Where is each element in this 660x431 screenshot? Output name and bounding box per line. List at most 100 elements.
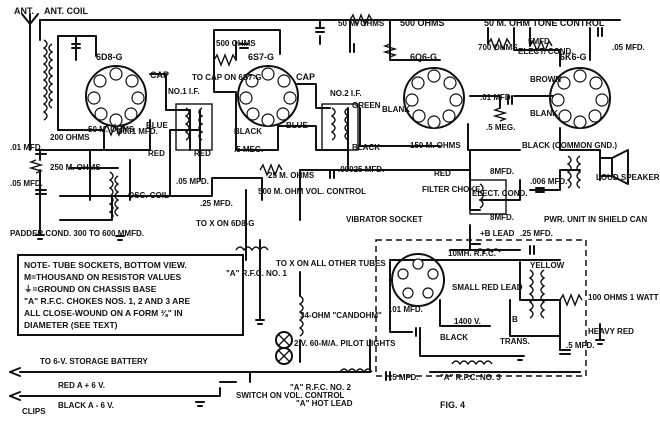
label-elect-cond-top-b: ELECT. COND. [518, 47, 574, 56]
label-tube1: 6D8-G [96, 52, 123, 62]
label-mfd5-bot: .5 MFD. [390, 373, 418, 382]
label-ant: ANT. [14, 6, 34, 16]
label-no1-if: NO.1 I.F. [168, 87, 200, 96]
note-line-6: DIAMETER (SEE TEXT) [24, 320, 118, 330]
battery-clips [9, 367, 21, 401]
label-arfc1: "A" R.F.C. NO. 1 [226, 269, 287, 278]
label-heavy-red: HEAVY RED [588, 327, 634, 336]
label-black-common: BLACK (COMMON GND.) [522, 141, 617, 150]
label-no2-if: NO.2 I.F. [330, 89, 362, 98]
label-trans: TRANS. [500, 337, 530, 346]
label-red-choke: RED [434, 169, 451, 178]
label-black-tr: BLACK [234, 127, 262, 136]
label-tube2: 6S7-G [248, 52, 274, 62]
tube-6q6g [403, 67, 465, 129]
label-b-tap: B [512, 315, 518, 324]
label-blank-m: BLANK [382, 105, 410, 114]
if-transformer-1 [175, 103, 213, 151]
if-transformer-2 [321, 103, 359, 151]
label-filter-choke: FILTER CHOKE [422, 185, 481, 194]
label-vol-control: 500 M. OHM VOL. CONTROL [258, 187, 366, 196]
label-osc-coil: OSC. COIL [128, 191, 169, 200]
label-fig: FIG. 4 [440, 400, 465, 410]
label-black-a: BLACK A - 6 V. [58, 401, 114, 410]
label-black-mid: BLACK [352, 143, 380, 152]
label-to-x-all: TO X ON ALL OTHER TUBES [276, 259, 386, 268]
label-blue2: BLUE [286, 121, 308, 130]
output-transformer [566, 149, 629, 189]
label-tube4: 6K6-G [560, 52, 587, 62]
ground-symbols [35, 234, 605, 407]
label-cap1: CAP [150, 70, 169, 80]
resistors [28, 13, 583, 307]
capacitors [35, 27, 603, 381]
label-cap2: CAP [296, 72, 315, 82]
label-red-l: RED [148, 149, 165, 158]
pilot-lights [275, 331, 293, 365]
label-black-v: BLACK [440, 333, 468, 342]
label-to-cap-on: TO CAP ON 6S7-G [192, 73, 262, 82]
label-mfd05-right: .05 MFD. [612, 43, 645, 52]
label-arfc2: "A" R.F.C. NO. 2 [290, 383, 351, 392]
label-small-red-lead: SMALL RED LEAD [452, 283, 523, 292]
label-red-m: RED [194, 149, 211, 158]
label-v1400: 1400 V. [454, 317, 481, 326]
label-mfd25-b: .25 MFD. [520, 229, 553, 238]
label-c00025: .00025 MFD. [338, 165, 384, 174]
label-r100: 100 OHMS 1 WATT [588, 293, 659, 302]
label-elect-cond: ELECT. COND. [472, 189, 528, 198]
label-r50m-left: 50 M. OHMS [88, 125, 135, 134]
label-mfd05-left: .05 MFD. [10, 179, 43, 188]
label-arfc3: "A" R.F.C. NO. 3 [440, 373, 501, 382]
label-blue1: BLUE [146, 121, 168, 130]
tube-6d8g [85, 65, 147, 127]
note-line-5: ALL CLOSE-WOUND ON A FORM ⅜" IN [24, 308, 183, 318]
note-line-3: ⏚=GROUND ON CHASSIS BASE [24, 284, 157, 294]
label-r200: 200 OHMS [50, 133, 90, 142]
label-mfd8-bot: 8MFD. [490, 213, 514, 222]
label-r50m-top: 50 M. OHMS [338, 19, 385, 28]
label-c0001: .0001 MFD. [116, 127, 158, 136]
label-elect-cond-top-a: 5MFD. [528, 37, 552, 46]
tube-6k6g [549, 67, 611, 129]
label-r250m: 250 M. OHMS [50, 163, 101, 172]
label-meg5-b: .5 MEG. [486, 123, 515, 132]
label-green: GREEN [352, 101, 381, 110]
label-storage: TO 6-V. STORAGE BATTERY [40, 357, 149, 366]
label-pilot: 2 V. 60-M/A. PILOT LIGHTS [294, 339, 396, 348]
label-r700: 700 OHMS [478, 43, 518, 52]
filter-choke [469, 179, 507, 215]
label-ant-coil: ANT. COIL [44, 6, 89, 16]
label-mfd05-b: .05 MFD. [176, 177, 209, 186]
label-yellow: YELLOW [530, 261, 565, 270]
vibrator-socket [391, 253, 445, 307]
note-text: NOTE- TUBE SOCKETS, BOTTOM VIEW. M=THOUS… [24, 260, 190, 330]
label-tone-control: 50 M. OHM TONE CONTROL [484, 18, 605, 28]
label-mfd5-v: .5 MFD. [566, 341, 594, 350]
label-padder: PADDER COND. 300 TO 600 MMFD. [10, 229, 144, 238]
tube-6s7g [237, 65, 299, 127]
rfc-chokes [235, 246, 501, 374]
wiring [19, 13, 621, 397]
label-r500-mid: 500 OHMS [400, 18, 445, 28]
label-rfc10mh: 10MH. R.F.C. [448, 249, 496, 258]
note-line-4: "A" R.F.C. CHOKES NOS. 1, 2 AND 3 ARE [24, 296, 190, 306]
label-switch: SWITCH ON VOL. CONTROL [236, 391, 345, 400]
label-vibrator-socket: VIBRATOR SOCKET [346, 215, 423, 224]
label-r500-top: 500 OHMS [216, 39, 256, 48]
vibrator-transformer [528, 269, 546, 319]
osc-coil [108, 171, 120, 221]
label-brown: BROWN [530, 75, 561, 84]
power-unit-shield [375, 239, 587, 377]
label-pwr-unit: PWR. UNIT IN SHIELD CAN [544, 215, 647, 224]
label-meg5: .5 MEG. [234, 145, 263, 154]
label-loud-speaker: LOUD SPEAKER [596, 173, 660, 182]
note-line-2: M=THOUSAND ON RESISTOR VALUES [24, 272, 182, 282]
label-candohm: 34-OHM "CANDOHM" [300, 311, 382, 320]
component-labels: ANT. ANT. COIL 6D8-G 6S7-G 6Q6-G 6K6-G C… [10, 6, 660, 416]
label-mfd01: .01 MFD. [480, 93, 513, 102]
label-to-x-6d8: TO X ON 6D8-G [196, 219, 255, 228]
label-blank-r: BLANK [530, 109, 558, 118]
label-tube3: 6Q6-G [410, 52, 437, 62]
